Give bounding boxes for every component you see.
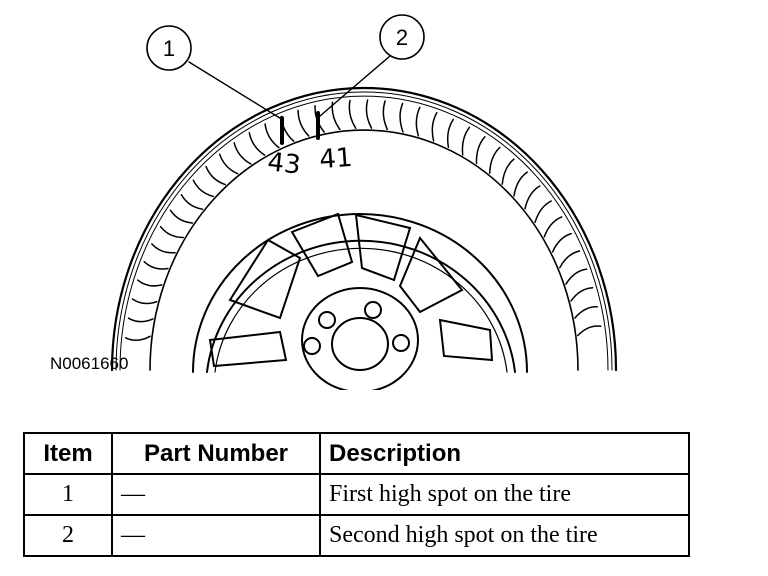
tread-block (382, 100, 389, 131)
callout-2-leader (319, 55, 391, 117)
tread-block (475, 136, 486, 165)
callout-1-leader (188, 61, 284, 121)
table-header-row: Item Part Number Description (23, 432, 690, 475)
tread-block (565, 268, 588, 285)
tread-block (136, 279, 163, 287)
tread-block (431, 111, 438, 142)
tread-block (131, 298, 158, 305)
tread-block (159, 225, 185, 239)
tire-mark-label-1: 43 (266, 147, 302, 180)
tread-blocks (124, 99, 602, 341)
tread-block (501, 158, 515, 185)
row-description: First high spot on the tire (319, 473, 690, 516)
tread-block (534, 200, 552, 224)
callout-2-label: 2 (396, 25, 408, 50)
row-part-number: — (111, 473, 321, 516)
tread-block (570, 286, 594, 302)
parts-table: Item Part Number Description 1 — First h… (23, 432, 690, 557)
tread-block (331, 101, 341, 131)
callout-2-circle (379, 14, 425, 60)
tire-mark-label-2: 41 (318, 143, 353, 175)
callout-1-circle (146, 25, 192, 71)
tread-block (415, 106, 421, 137)
tread-block (513, 171, 528, 197)
row-item: 2 (23, 514, 113, 557)
tread-block (180, 194, 204, 211)
tread-block (461, 126, 471, 156)
tread-block (218, 153, 239, 175)
tread-inner-edge (149, 129, 579, 371)
tread-block (192, 179, 215, 198)
tread-block (297, 109, 310, 137)
table-row: 2 — Second high spot on the tire (23, 514, 690, 557)
wheel (206, 212, 516, 390)
header-item: Item (23, 432, 113, 475)
header-part-number: Part Number (111, 432, 321, 475)
tread-block (124, 335, 151, 341)
tread-block (127, 317, 154, 323)
tread-block (365, 99, 373, 129)
tread-block (264, 123, 280, 149)
tread-block (143, 260, 169, 270)
tread-block (577, 325, 602, 337)
tread-block (524, 185, 541, 210)
header-description: Description (319, 432, 690, 475)
tire-diagram: 1 2 43 41 (110, 14, 618, 390)
tread-block (399, 102, 404, 133)
table-row: 1 — First high spot on the tire (23, 473, 690, 516)
tread-block (551, 232, 572, 253)
tread-block (574, 306, 599, 319)
tread-block (205, 165, 226, 186)
tread-block (543, 216, 563, 238)
tread-block (151, 243, 176, 254)
callout-1-label: 1 (163, 36, 175, 61)
row-description: Second high spot on the tire (319, 514, 690, 557)
row-item: 1 (23, 473, 113, 516)
sidewall-edge (192, 213, 528, 373)
tread-block (559, 250, 581, 269)
tire-outer-edge (110, 86, 618, 372)
tread-block (348, 99, 357, 129)
tread-block (169, 209, 194, 224)
tread-block (248, 132, 266, 156)
row-part-number: — (111, 514, 321, 557)
tread-block (446, 118, 455, 148)
tread-block (233, 142, 252, 165)
tread-block (488, 146, 501, 174)
figure-id: N0061660 (50, 354, 129, 373)
